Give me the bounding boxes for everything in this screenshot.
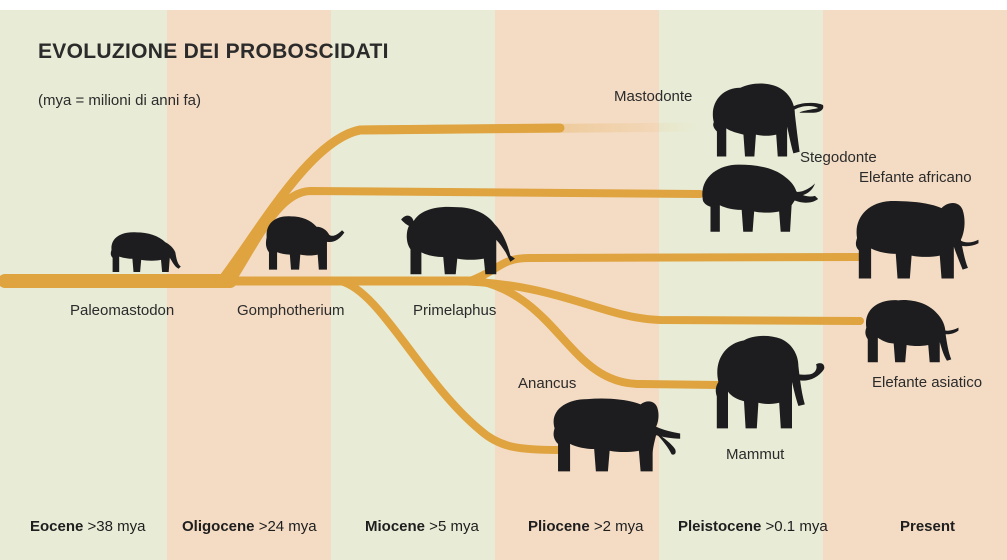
- epoch-pleistocene: Pleistocene >0.1 mya: [678, 518, 828, 535]
- chart-subtitle: (mya = milioni di anni fa): [38, 92, 201, 109]
- epoch-age: >24 mya: [255, 518, 317, 535]
- label-elefante-asiatico: Elefante asiatico: [872, 374, 982, 391]
- epoch-pliocene: Pliocene >2 mya: [528, 518, 643, 535]
- epoch-present: Present: [900, 518, 955, 535]
- label-anancus: Anancus: [518, 375, 576, 392]
- label-elefante-africano: Elefante africano: [859, 169, 972, 186]
- epoch-oligocene: Oligocene >24 mya: [182, 518, 317, 535]
- epoch-age: >38 mya: [83, 518, 145, 535]
- elefante-africano-silhouette: [856, 201, 979, 278]
- label-paleomastodon: Paleomastodon: [70, 302, 174, 319]
- epoch-name: Pleistocene: [678, 518, 761, 535]
- label-gomphotherium: Gomphotherium: [237, 302, 345, 319]
- label-mastodonte: Mastodonte: [614, 88, 692, 105]
- mastodonte-silhouette: [713, 83, 823, 156]
- label-mammut: Mammut: [726, 446, 784, 463]
- epoch-name: Pliocene: [528, 518, 590, 535]
- epoch-miocene: Miocene >5 mya: [365, 518, 479, 535]
- epoch-name: Miocene: [365, 518, 425, 535]
- epoch-name: Present: [900, 518, 955, 535]
- branch-africano: [470, 257, 860, 281]
- elefante-asiatico-silhouette: [865, 300, 958, 362]
- mammut-silhouette: [716, 336, 825, 428]
- anancus-silhouette: [554, 399, 681, 472]
- epoch-name: Oligocene: [182, 518, 255, 535]
- epoch-eocene: Eocene >38 mya: [30, 518, 145, 535]
- chart-title: EVOLUZIONE DEI PROBOSCIDATI: [38, 40, 389, 64]
- epoch-age: >2 mya: [590, 518, 644, 535]
- gomphotherium-silhouette: [266, 216, 344, 269]
- stegodonte-silhouette: [702, 165, 818, 232]
- branch-asiatico: [450, 281, 860, 321]
- epoch-name: Eocene: [30, 518, 83, 535]
- epoch-age: >5 mya: [425, 518, 479, 535]
- paleomastodon-silhouette: [111, 232, 181, 272]
- branch-mammut: [480, 281, 720, 385]
- label-primelaphus: Primelaphus: [413, 302, 496, 319]
- label-stegodonte: Stegodonte: [800, 149, 877, 166]
- epoch-age: >0.1 mya: [761, 518, 827, 535]
